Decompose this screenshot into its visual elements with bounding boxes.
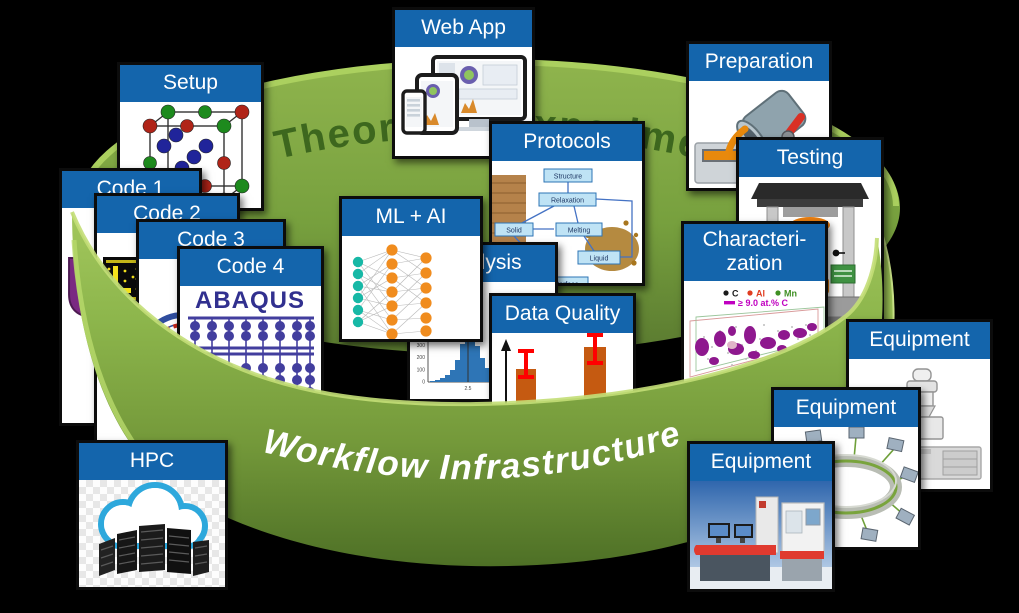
y-tick: 200: [417, 355, 426, 361]
card-preparation-title: Preparation: [689, 44, 829, 81]
flow-liquid-label: Liquid: [590, 255, 609, 262]
legend-swatch-iso: [724, 301, 735, 305]
flow-interface-label: Interface: [551, 281, 578, 283]
card-ml-ai-title: ML + AI: [342, 199, 480, 236]
legend-label-c: C: [732, 289, 739, 299]
card-hpc: HPC: [76, 440, 228, 590]
characterization-title-line1: Characteri-: [702, 228, 807, 251]
lab-console-image: [690, 480, 832, 589]
flow-relaxation-label: Relaxation: [551, 197, 584, 204]
legend-annotation: ≥ 9.0 at.% C: [738, 298, 788, 308]
card-data-quality-title: Data Quality: [492, 296, 633, 333]
card-protocols-title: Protocols: [492, 124, 642, 161]
card-characterization-title: Characteri- zation: [684, 224, 825, 282]
legend-dot-al: [747, 290, 753, 296]
y-tick: 0: [422, 379, 425, 385]
protocols-flowchart: Structure Relaxation Solid Melting Liqui…: [492, 168, 639, 283]
characterization-title-line2: zation: [726, 252, 783, 276]
web-app-devices-image: [401, 54, 527, 135]
legend-dot-mn: [775, 290, 781, 296]
neural-network-image: [352, 243, 432, 339]
front-wall-shape: [72, 212, 883, 567]
y-tick: 300: [417, 342, 426, 348]
abaqus-wordmark: ABAQUS: [195, 287, 305, 314]
flow-structure-label: Structure: [554, 173, 583, 180]
legend-dot-c: [723, 290, 729, 296]
card-setup-title: Setup: [120, 65, 261, 102]
card-hpc-title: HPC: [79, 443, 225, 480]
card-equipment-lab: Equipment: [687, 441, 835, 592]
card-testing-title: Testing: [739, 140, 881, 177]
card-ml-ai: ML + AI: [339, 196, 483, 342]
x-tick: 2.5: [465, 386, 472, 392]
card-equipment-sem-title: Equipment: [849, 322, 990, 359]
flow-melting-label: Melting: [568, 227, 591, 234]
card-web-app-title: Web App: [395, 10, 532, 47]
card-code4-title: Code 4: [180, 249, 321, 286]
legend-label-mn: Mn: [784, 289, 797, 299]
front-wall-top-highlight: [70, 211, 879, 407]
legend-label-al: Al: [756, 289, 765, 299]
card-equipment-lab-title: Equipment: [690, 444, 832, 481]
card-equipment-ring-title: Equipment: [774, 390, 918, 427]
cloud-computing-image: [98, 481, 209, 576]
card-web-app: Web App: [392, 7, 535, 159]
flow-solid-label: Solid: [506, 227, 522, 234]
y-tick: 100: [417, 367, 426, 373]
